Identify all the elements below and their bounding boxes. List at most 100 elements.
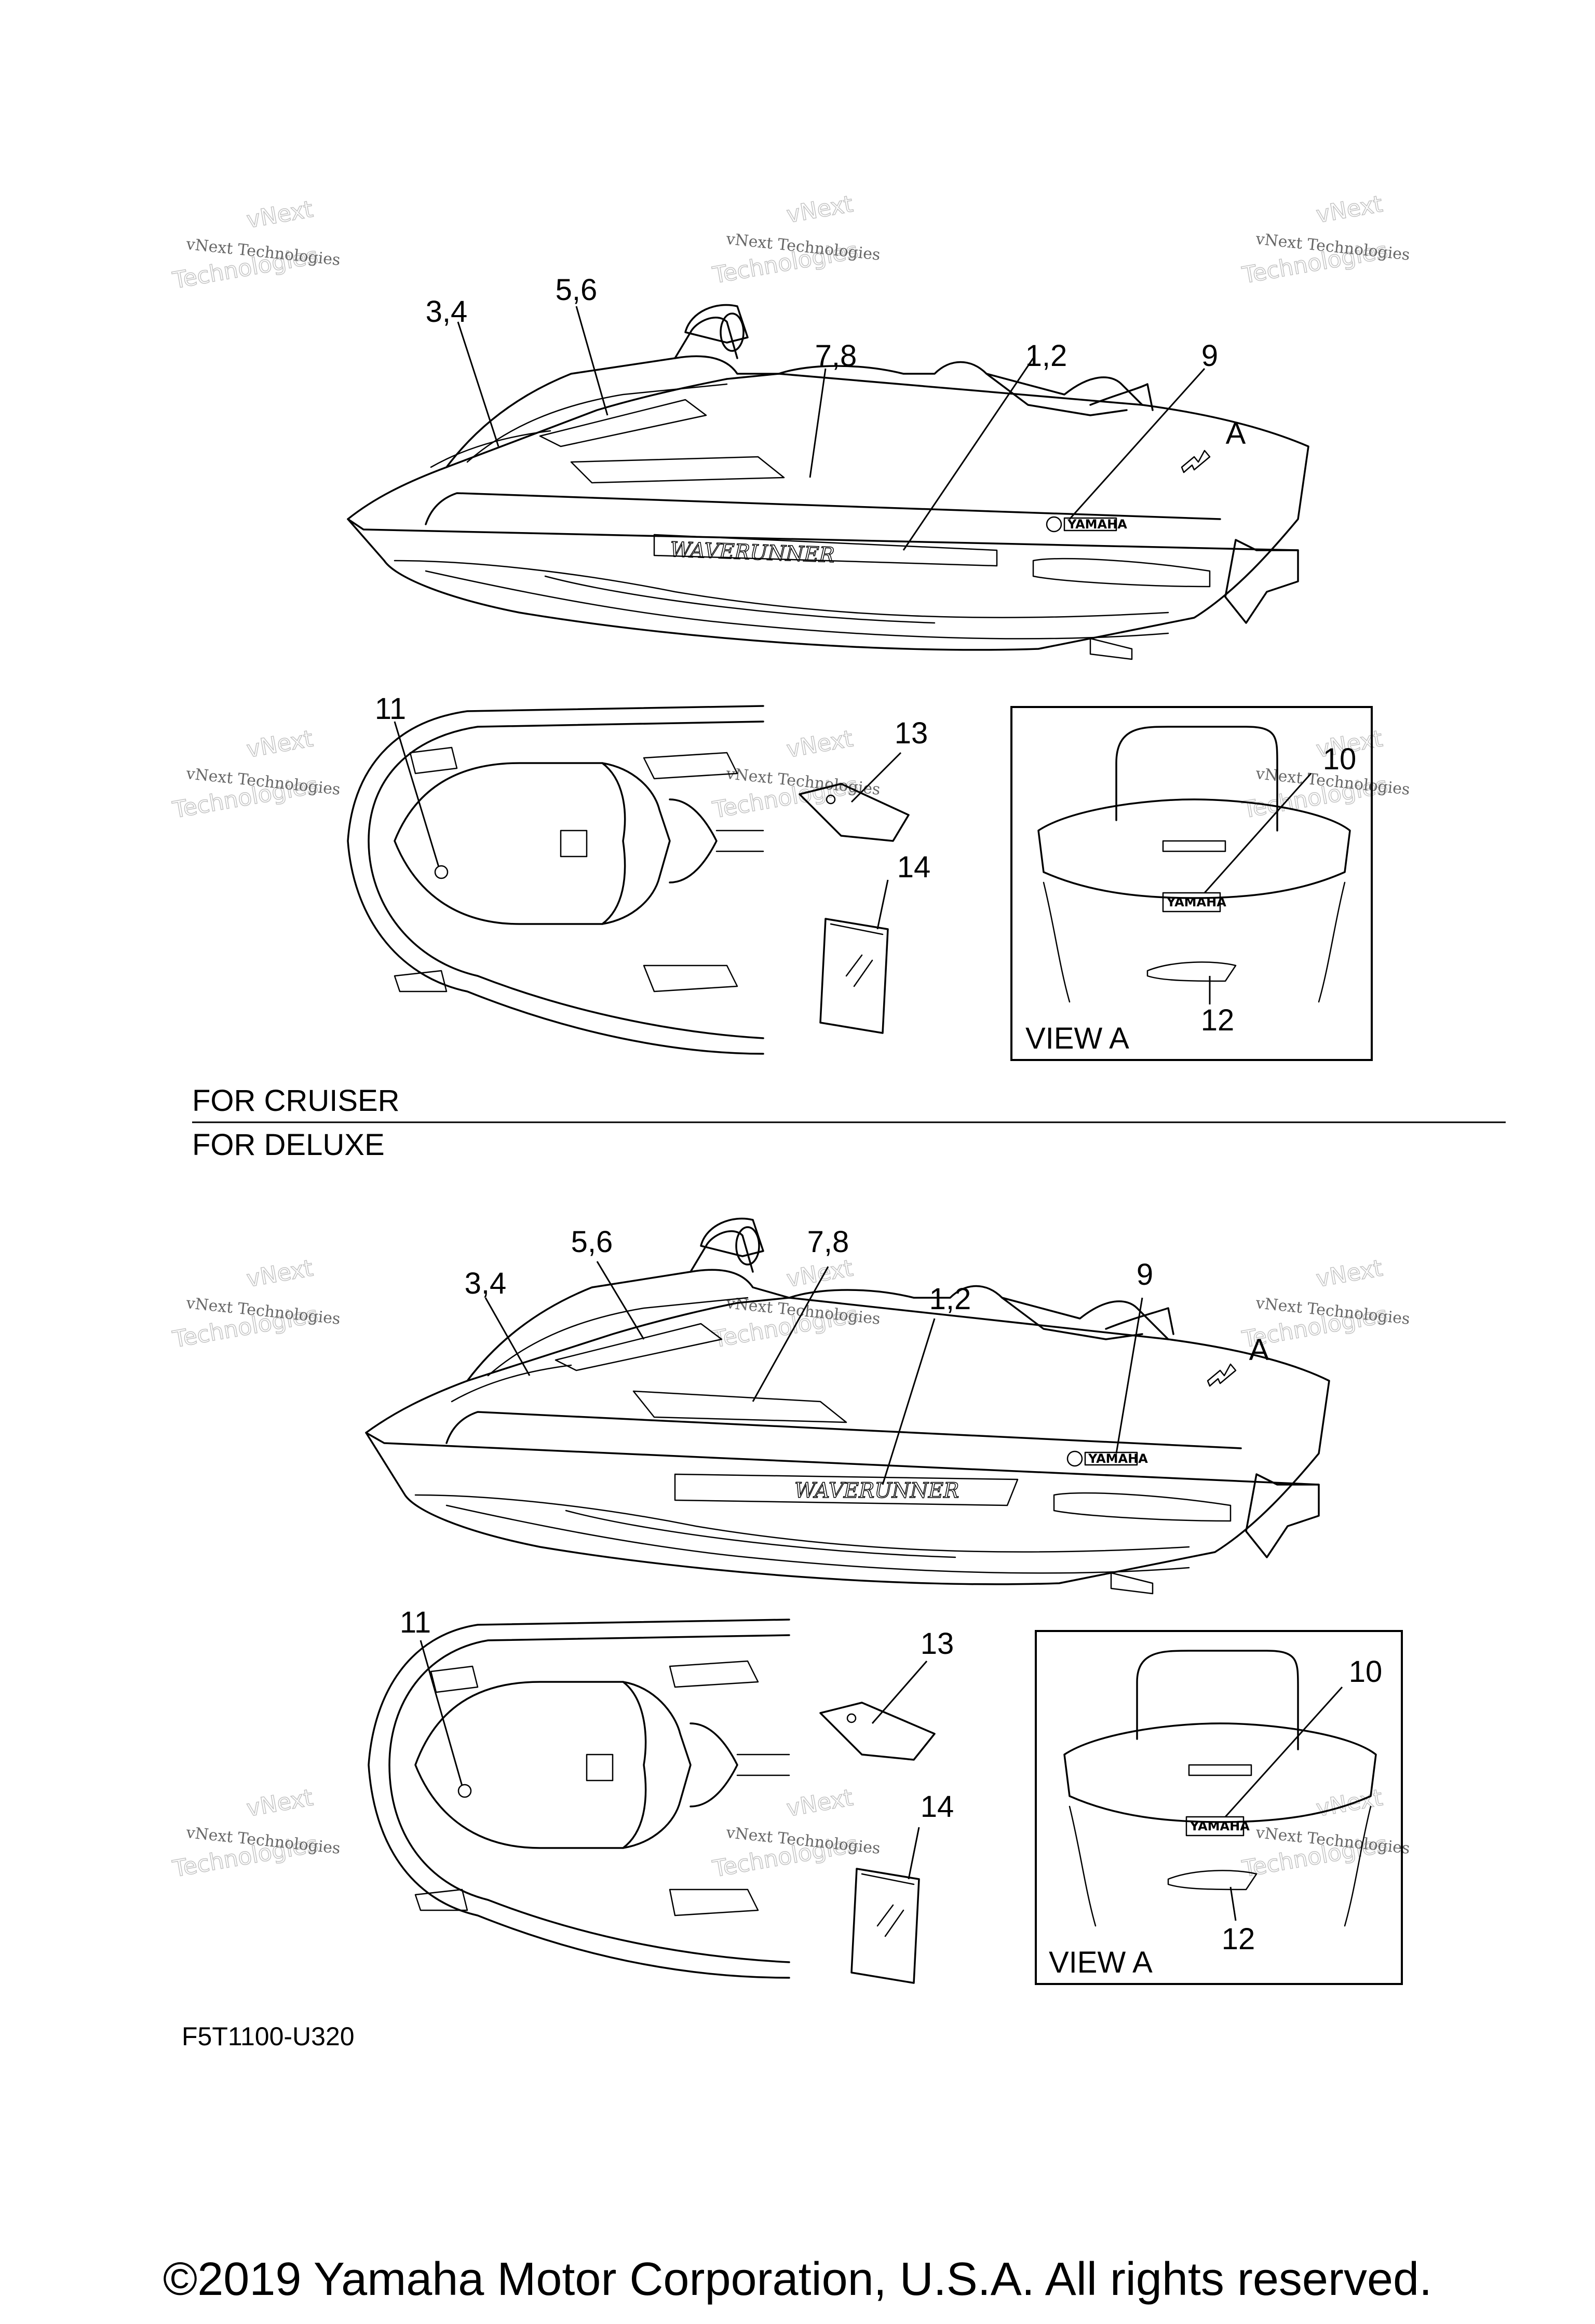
watermark: Technologies vNext vNext Technologies — [710, 725, 882, 824]
svg-text:vNext: vNext — [1314, 1255, 1384, 1293]
stern — [1224, 539, 1299, 624]
steering-post — [674, 316, 738, 359]
view-a-arrow — [1181, 450, 1211, 473]
side-vent — [1053, 1492, 1232, 1522]
top-footwell-left — [643, 752, 738, 780]
leader-13 — [871, 1661, 928, 1724]
seat — [778, 361, 1143, 406]
hull-outline — [347, 373, 1309, 651]
gunwale-line — [347, 518, 1299, 551]
yamaha-rear-decal-text: YAMAHA — [1166, 895, 1226, 909]
view-a-hull-sides — [1069, 1805, 1372, 1927]
callout-11: 11 — [375, 692, 406, 726]
callout-7-8: 7,8 — [815, 339, 857, 373]
watermark: Technologies vNext vNext Technologies — [710, 1784, 882, 1883]
deluxe-decal-13: 13 — [819, 1627, 954, 1761]
callout-3-4: 3,4 — [465, 1267, 507, 1300]
decal-9 — [1063, 517, 1117, 532]
top-seat-lines — [715, 830, 764, 852]
decal-1-2-waverunner — [674, 1473, 1019, 1506]
leader-12 — [1229, 1886, 1237, 1921]
svg-text:vNext: vNext — [245, 196, 315, 234]
view-a-arrow — [1207, 1363, 1237, 1387]
callout-12: 12 — [1201, 1003, 1235, 1037]
decal-7-8 — [632, 1390, 847, 1423]
top-hood — [394, 762, 626, 925]
callout-13: 13 — [895, 716, 928, 750]
leader-10 — [1224, 1686, 1343, 1818]
decal-7-8 — [570, 456, 785, 484]
decal-14-shape — [819, 918, 889, 1034]
leader-9 — [1115, 1297, 1143, 1454]
top-footwell-right — [669, 1888, 759, 1917]
hull-strake-3 — [565, 1510, 956, 1558]
yamaha-rear-decal-text: YAMAHA — [1190, 1819, 1250, 1833]
leader-1-2 — [882, 1318, 936, 1485]
decal-11 — [457, 1784, 472, 1798]
decal-13-hole — [826, 794, 836, 805]
view-a-label: VIEW A — [1025, 1022, 1129, 1055]
watermark: Technologies vNext vNext Technologies — [1240, 1784, 1411, 1883]
leader-3-4 — [484, 1297, 531, 1376]
handle-grip — [735, 1226, 760, 1266]
watermark: Technologies vNext vNext Technologies — [170, 1255, 342, 1354]
decal-13-hole — [846, 1713, 857, 1723]
callout-11: 11 — [400, 1606, 431, 1639]
cruiser-side-view: WAVERUNNER YAMAHA 3,4 5,6 7,8 1,2 9 A — [347, 273, 1309, 660]
svg-text:vNext: vNext — [785, 725, 855, 763]
hull-strake — [414, 1494, 1190, 1553]
top-footwell-left — [669, 1660, 759, 1688]
top-hull-outline — [368, 1619, 790, 1979]
svg-text:vNext: vNext — [785, 1255, 855, 1293]
top-bumper-front — [430, 1665, 479, 1693]
svg-text:vNext: vNext — [1314, 1784, 1384, 1822]
callout-10: 10 — [1323, 742, 1357, 776]
deluxe-view-a: YAMAHA 10 12 VIEW A — [1035, 1630, 1403, 1985]
section-label-deluxe: FOR DELUXE — [192, 1128, 385, 1162]
decal-10 — [1162, 892, 1221, 913]
decal-5-6 — [539, 399, 707, 447]
top-steering-area — [622, 1681, 692, 1849]
seat-back — [1001, 1297, 1143, 1340]
callout-12: 12 — [1222, 1922, 1255, 1956]
gunwale-line — [365, 1432, 1320, 1486]
decal-11 — [434, 865, 449, 879]
view-a-hull-sides — [1043, 881, 1346, 1003]
leader-11 — [420, 1640, 463, 1786]
hull-outline — [365, 1297, 1330, 1585]
yamaha-side-decal-text: YAMAHA — [1088, 1451, 1148, 1466]
watermark: Technologies vNext vNext Technologies — [170, 1784, 342, 1883]
part-code: F5T1100-U320 — [182, 2022, 355, 2051]
cruiser-decal-14: 14 — [819, 850, 930, 1034]
decal-14-line — [861, 1873, 915, 1885]
leader-1-2 — [902, 358, 1034, 551]
decal-13-shape — [799, 783, 910, 842]
intake-grate — [1110, 1572, 1154, 1595]
decal-14-shape — [850, 1868, 920, 1984]
svg-text:vNext: vNext — [785, 1784, 855, 1822]
grab-handle — [1105, 1307, 1174, 1335]
top-hull-inner — [368, 721, 764, 1039]
handlebar — [700, 1217, 764, 1257]
leader-3-4 — [457, 321, 499, 447]
view-a-frame — [1010, 706, 1373, 1061]
hood-crease — [466, 383, 728, 463]
seat — [788, 1285, 1169, 1340]
cruiser-top-view: 11 — [347, 692, 764, 1055]
handle-grip — [720, 312, 745, 352]
top-bumper-front — [409, 746, 458, 774]
svg-text:vNext: vNext — [785, 191, 855, 228]
decal-9 — [1084, 1451, 1138, 1466]
deluxe-side-view: WAVERUNNER YAMAHA 3,4 5,6 7,8 1,2 9 A — [365, 1217, 1330, 1595]
leader-11 — [394, 721, 440, 867]
top-hull-inner — [388, 1634, 790, 1963]
top-bumper-rear — [394, 970, 448, 993]
decal-5-6 — [555, 1323, 723, 1371]
decal-13-shape — [819, 1702, 936, 1761]
leader-14 — [908, 1827, 920, 1880]
callout-3-4: 3,4 — [426, 295, 468, 329]
view-a-stern-body — [1063, 1722, 1377, 1823]
hull-strake — [394, 560, 1169, 618]
yamaha-emblem — [1046, 516, 1062, 533]
